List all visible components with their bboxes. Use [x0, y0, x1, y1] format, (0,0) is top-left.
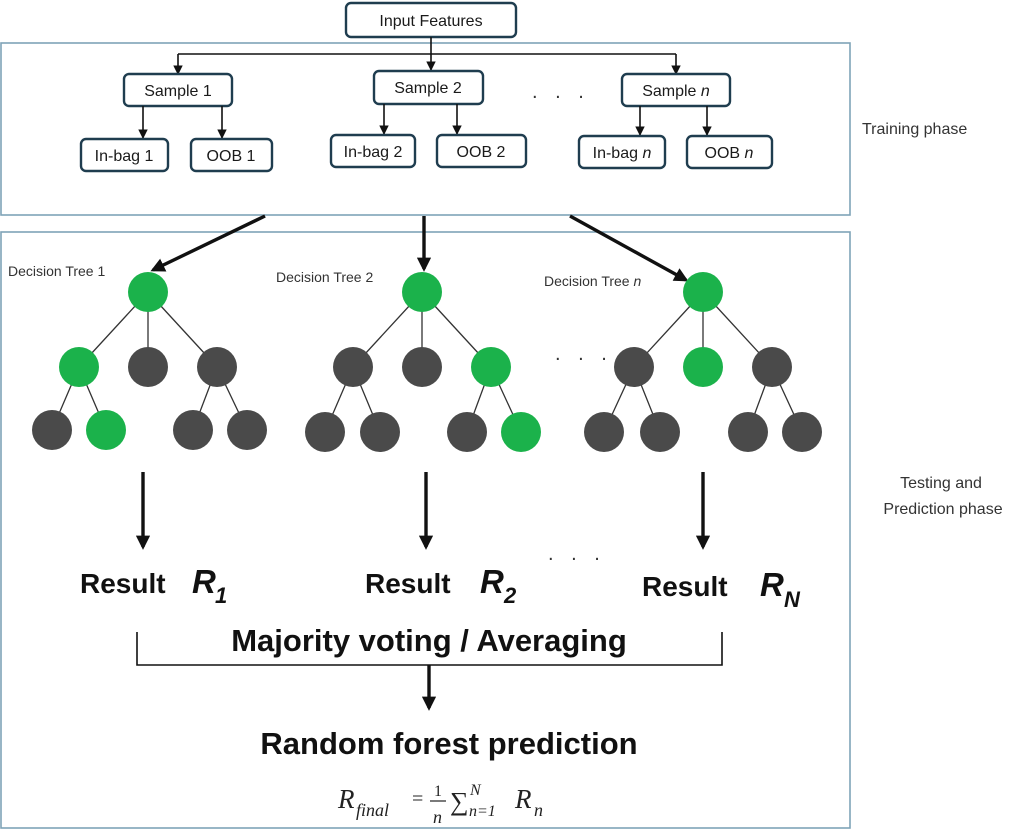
final-formula: R final = 1 n ∑ N n=1 R n [337, 782, 543, 827]
tree2-root-node [402, 272, 442, 312]
tree2-node [333, 347, 373, 387]
tree-2-label: Decision Tree 2 [276, 269, 373, 285]
result-n-word: Result [642, 571, 728, 602]
treen-node [683, 347, 723, 387]
tree2-leaf-node [447, 412, 487, 452]
oob-n-box [685, 134, 774, 170]
formula-den: n [433, 807, 442, 827]
testing-phase-label-line2: Prediction phase [883, 501, 1002, 518]
sample-1-label: Sample 1 [144, 83, 212, 100]
result-1: Result R 1 [80, 563, 227, 608]
formula-sum-sub: n=1 [469, 803, 496, 820]
treen-leaf-node [584, 412, 624, 452]
formula-sum-sup: N [469, 782, 482, 799]
results-ellipsis: . . . [548, 543, 606, 565]
aggregation-label: Majority voting / Averaging [231, 623, 627, 658]
formula-rhs: R [514, 784, 532, 814]
inbag-2-box [329, 133, 417, 169]
oob-1-label: OOB 1 [207, 148, 256, 165]
result-1-sub: 1 [215, 583, 227, 608]
sample-1-box [122, 72, 234, 108]
formula-lhs: R [337, 784, 355, 814]
decision-tree-1 [32, 272, 267, 450]
result-n-sub: N [784, 587, 801, 612]
tree2-leaf-node [501, 412, 541, 452]
treen-leaf-node [728, 412, 768, 452]
tree1-leaf-node [173, 410, 213, 450]
decision-tree-n [584, 272, 822, 452]
tree2-node [402, 347, 442, 387]
tree2-leaf-node [360, 412, 400, 452]
samples-ellipsis: . . . [532, 81, 590, 103]
training-phase-label: Training phase [862, 121, 967, 138]
inbag-n-box [577, 134, 667, 170]
result-2: Result R 2 [365, 563, 517, 608]
treen-leaf-node [640, 412, 680, 452]
tree1-root-node [128, 272, 168, 312]
treen-node [614, 347, 654, 387]
result-2-var: R [480, 563, 504, 600]
trees-ellipsis: . . . [555, 343, 613, 365]
tree-n-label: Decision Tree n [544, 273, 641, 289]
inbag-1-label: In-bag 1 [95, 148, 154, 165]
formula-sum: ∑ [450, 787, 469, 816]
sample-n-label: Sample n [642, 83, 710, 100]
result-1-word: Result [80, 568, 166, 599]
training-to-treen-arrow [569, 214, 689, 282]
tree1-node [128, 347, 168, 387]
tree1-leaf-node [86, 410, 126, 450]
treen-node [752, 347, 792, 387]
treen-leaf-node [782, 412, 822, 452]
result-n: Result R N [642, 566, 801, 612]
testing-phase-label-line1: Testing and [900, 475, 982, 492]
decision-tree-2 [305, 272, 541, 452]
result-1-var: R [192, 563, 216, 600]
tree1-node [59, 347, 99, 387]
oob-1-box [189, 137, 274, 173]
result-2-sub: 2 [503, 583, 517, 608]
formula-rhs-sub: n [534, 800, 543, 820]
oob-n-label: OOB n [705, 145, 754, 162]
oob-2-label: OOB 2 [457, 144, 506, 161]
result-2-word: Result [365, 568, 451, 599]
formula-equals: = [412, 788, 423, 810]
training-phase-frame [0, 42, 851, 216]
inbag-1-box [79, 137, 170, 173]
sample-2-box [372, 69, 485, 106]
formula-lhs-sub: final [356, 800, 389, 820]
oob-2-box [435, 133, 528, 169]
tree1-leaf-node [32, 410, 72, 450]
sample-n-box [620, 72, 732, 108]
tree1-leaf-node [227, 410, 267, 450]
sample-2-label: Sample 2 [394, 80, 462, 97]
formula-num: 1 [434, 783, 442, 800]
training-to-tree1-arrow [150, 214, 266, 272]
treen-root-node [683, 272, 723, 312]
inbag-n-label: In-bag n [593, 145, 652, 162]
inbag-2-label: In-bag 2 [344, 144, 403, 161]
input-features-label: Input Features [379, 13, 482, 30]
tree2-node [471, 347, 511, 387]
tree-1-label: Decision Tree 1 [8, 263, 105, 279]
prediction-label: Random forest prediction [260, 726, 637, 761]
tree1-node [197, 347, 237, 387]
result-n-var: R [760, 566, 784, 603]
tree2-leaf-node [305, 412, 345, 452]
